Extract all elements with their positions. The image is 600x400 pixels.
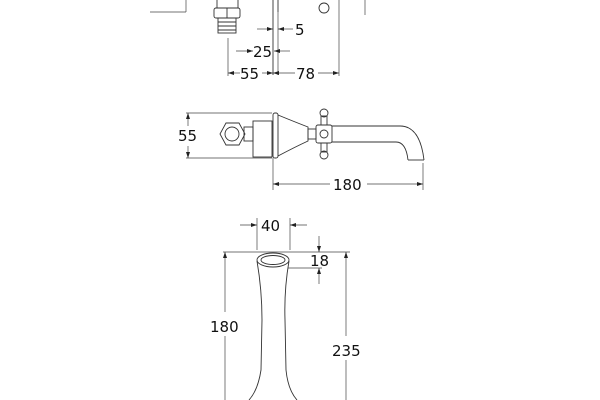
spout-view: 40 18 180 235 <box>210 217 361 400</box>
dim-left: 55 <box>240 65 259 83</box>
dim-total-length: 235 <box>332 342 361 360</box>
side-view: 55 180 <box>178 108 425 194</box>
dim-spout-length: 180 <box>210 318 239 336</box>
top-view: 5 25 55 78 <box>150 0 366 83</box>
dim-projection: 180 <box>333 176 362 194</box>
dim-right: 78 <box>296 65 315 83</box>
dim-height: 55 <box>178 127 197 145</box>
dim-inlet-width: 25 <box>253 43 272 61</box>
dim-inlet-offset: 5 <box>295 21 305 39</box>
dim-rim: 18 <box>310 252 329 270</box>
dim-width: 40 <box>261 217 280 235</box>
